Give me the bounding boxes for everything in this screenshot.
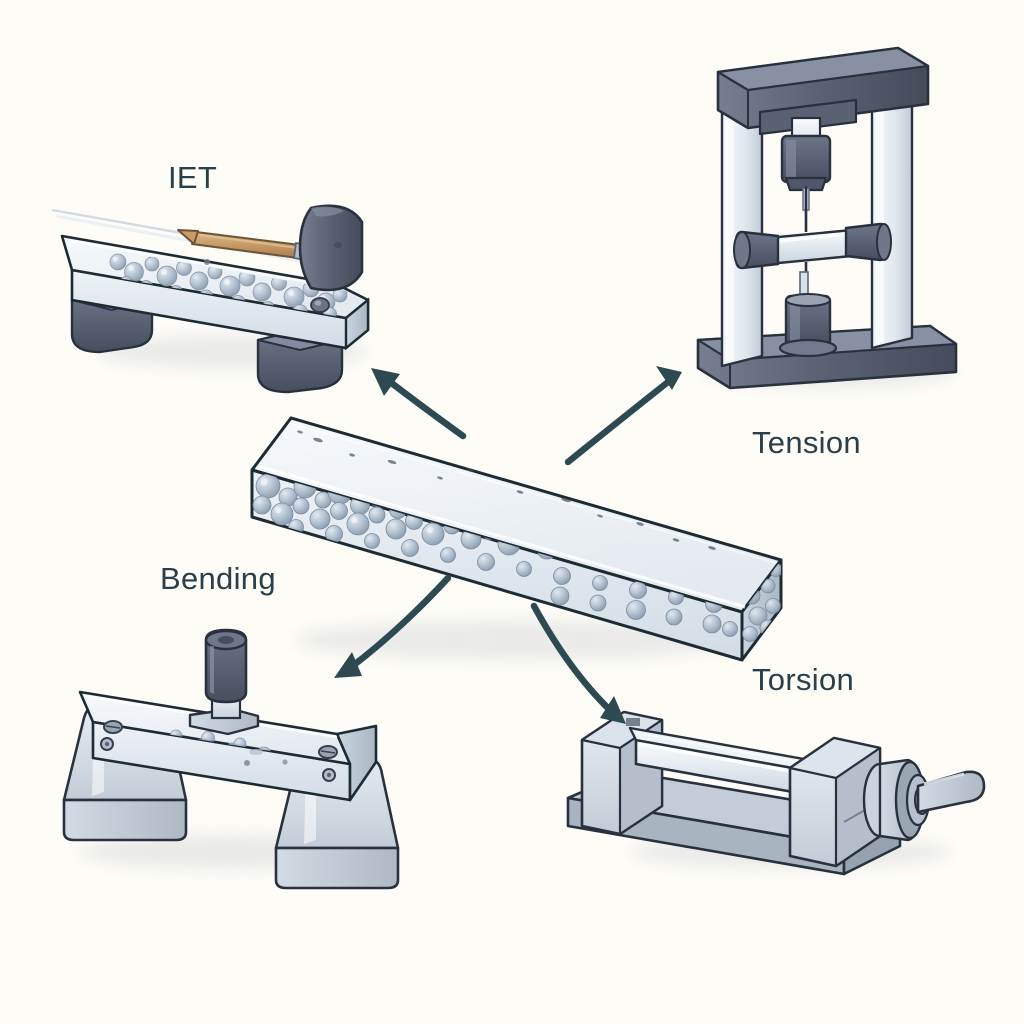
tension-apparatus — [696, 46, 958, 390]
impulse-hammer — [177, 204, 364, 292]
bending-loading-nose — [188, 628, 260, 736]
tension-column-right — [870, 82, 914, 350]
arrow-to-torsion — [530, 602, 626, 724]
iet-apparatus — [51, 204, 370, 394]
flow-arrows — [334, 366, 682, 724]
specimen-surface-speckles — [297, 430, 716, 550]
arrow-to-tension — [564, 366, 682, 466]
label-iet: IET — [168, 160, 218, 195]
arrow-to-iet — [371, 368, 467, 440]
composite-specimen-bar — [250, 416, 783, 662]
hammer-head — [298, 204, 364, 292]
tension-grip-right — [844, 222, 892, 262]
torsion-crank-handle — [916, 770, 986, 814]
tension-specimen-assembly — [733, 186, 892, 300]
label-torsion: Torsion — [752, 662, 855, 697]
tension-grip-left — [733, 230, 780, 270]
torsion-apparatus — [566, 710, 986, 876]
torsion-block-right — [788, 736, 882, 868]
arrow-to-bending — [334, 574, 452, 678]
tension-lower-actuator — [778, 271, 838, 358]
bending-apparatus — [62, 628, 400, 890]
label-tension: Tension — [752, 425, 861, 460]
iet-specimen-beam — [51, 208, 370, 351]
label-bending: Bending — [160, 561, 276, 596]
